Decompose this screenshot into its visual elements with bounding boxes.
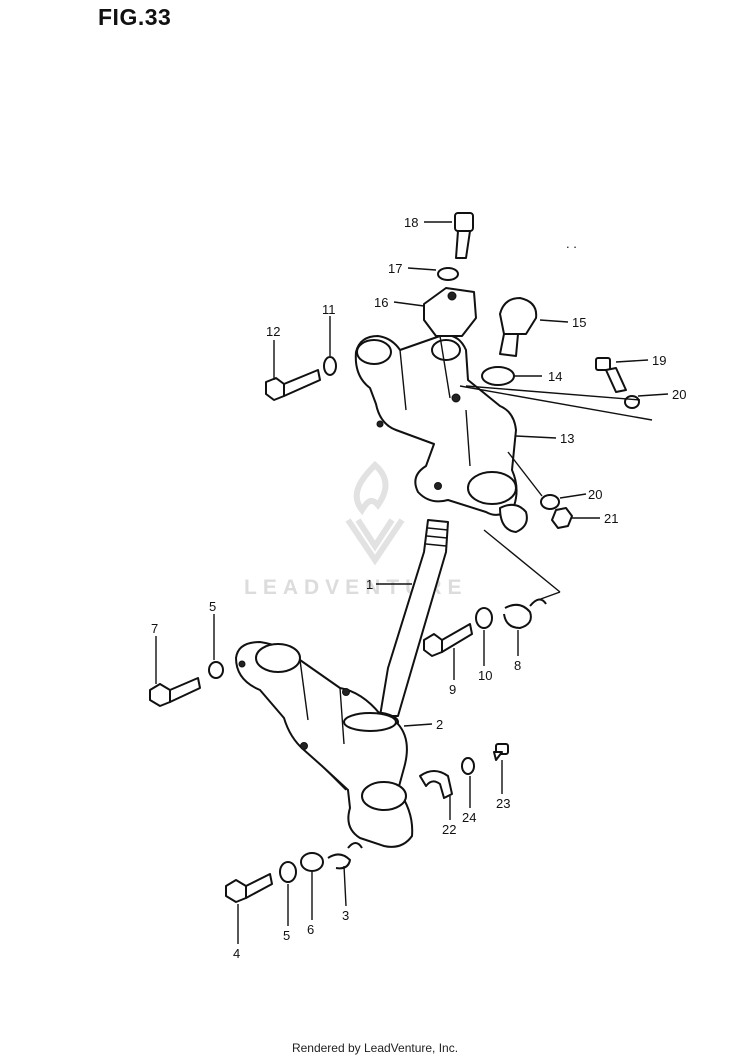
callout-labels: 18 17 16 15 14 19 20 13 20 21 12 11 1 5 … [151,215,686,961]
callout-13: 13 [560,431,574,446]
callout-15: 15 [572,315,586,330]
callout-8: 8 [514,658,521,673]
callout-19: 19 [652,353,666,368]
bolt-19 [595,357,627,393]
callout-24: 24 [462,810,476,825]
callout-20-upper: 20 [672,387,686,402]
callout-9: 9 [449,682,456,697]
callout-6: 6 [307,922,314,937]
washer-20-lower [540,494,560,510]
bolt-15 [499,297,538,357]
callout-21: 21 [604,511,618,526]
callout-7: 7 [151,621,158,636]
holder-16 [423,287,477,337]
washer-10 [475,607,493,629]
washer-5-lower [279,861,297,883]
washer-14 [481,366,515,386]
callout-5-lower: 5 [283,928,290,943]
bolt-7 [149,677,201,707]
ring-6 [300,852,324,872]
stray-dots: . . [566,236,577,251]
callout-4: 4 [233,946,240,961]
callout-11: 11 [322,302,336,317]
bolt-4 [225,873,273,903]
callout-18: 18 [404,215,418,230]
bolt-12 [265,369,321,401]
washer-17 [437,267,459,281]
watermark-flame-icon [345,460,405,566]
washer-24 [461,757,475,775]
screw-23 [493,743,509,761]
callout-5-upper: 5 [209,599,216,614]
bolt-9 [423,623,473,657]
bolt-18 [454,212,474,259]
callout-10: 10 [478,668,492,683]
snap-ring-8 [503,598,547,629]
washer-5-upper [208,661,224,679]
callout-12: 12 [266,324,280,339]
clamp-22 [419,770,453,799]
washer-20-upper [624,395,640,409]
callout-17: 17 [388,261,402,276]
nut-21 [551,507,573,529]
callout-23: 23 [496,796,510,811]
upper-bracket-13 [354,334,528,533]
snap-ring-3 [327,842,363,870]
callout-1: 1 [366,577,373,592]
callout-3: 3 [342,908,349,923]
callout-22: 22 [442,822,456,837]
callout-14: 14 [548,369,562,384]
watermark-text: LEADVENTURE [244,576,468,599]
figure-title: FIG.33 [98,4,172,30]
washer-11 [323,356,337,376]
leader-lines [155,221,669,944]
footer-credit: Rendered by LeadVenture, Inc. [291,1041,459,1055]
callout-20-lower: 20 [588,487,602,502]
callout-2: 2 [436,717,443,732]
callout-16: 16 [374,295,388,310]
lower-bracket-2 [235,641,414,848]
